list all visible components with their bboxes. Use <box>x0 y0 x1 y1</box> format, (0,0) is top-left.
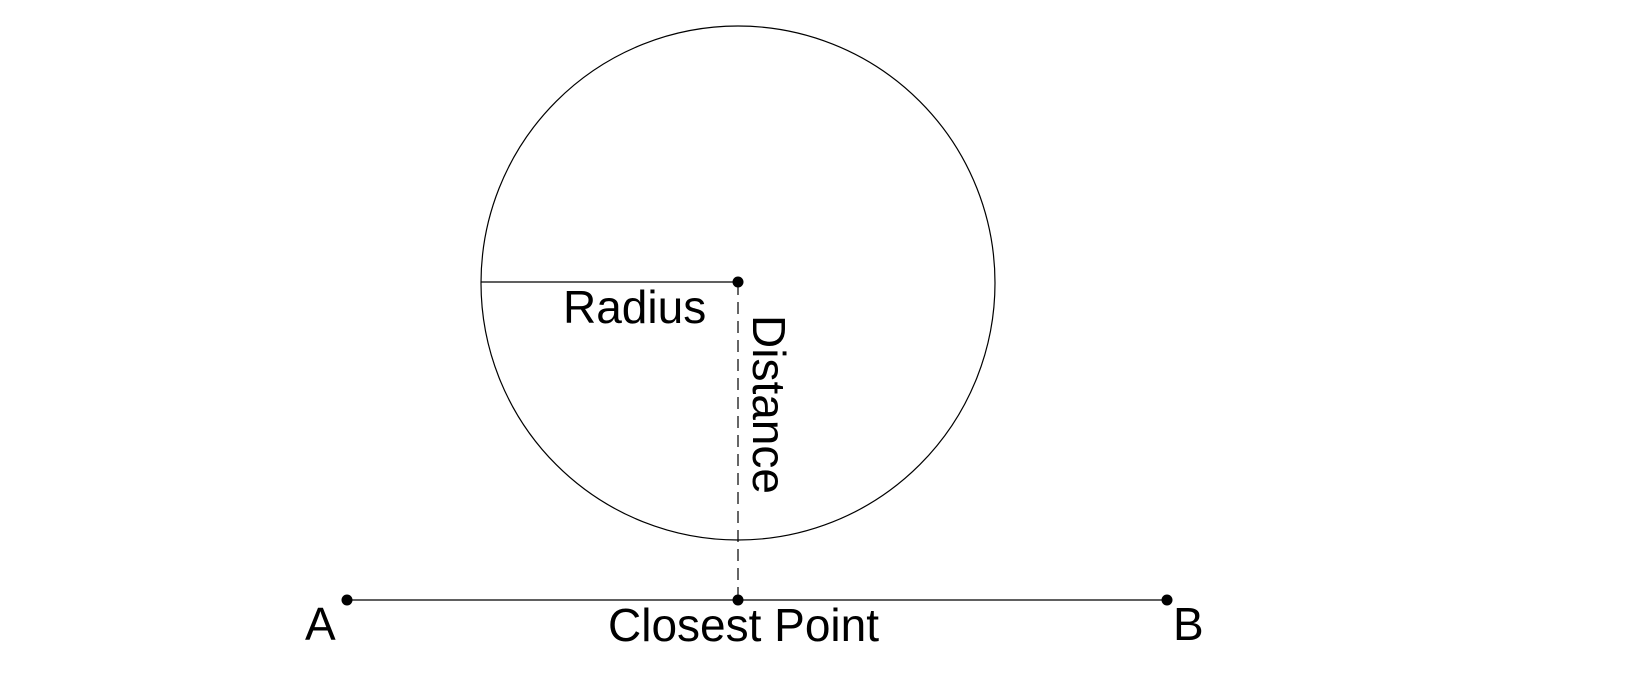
point-a-marker <box>341 594 353 606</box>
circle-center-point <box>732 276 744 288</box>
closest-point-label: Closest Point <box>608 599 879 651</box>
closest-point-marker <box>732 594 744 606</box>
point-b-label: B <box>1173 598 1204 650</box>
point-b-marker <box>1161 594 1173 606</box>
point-a-label: A <box>305 598 336 650</box>
radius-label: Radius <box>563 281 706 333</box>
distance-label: Distance <box>743 315 795 494</box>
